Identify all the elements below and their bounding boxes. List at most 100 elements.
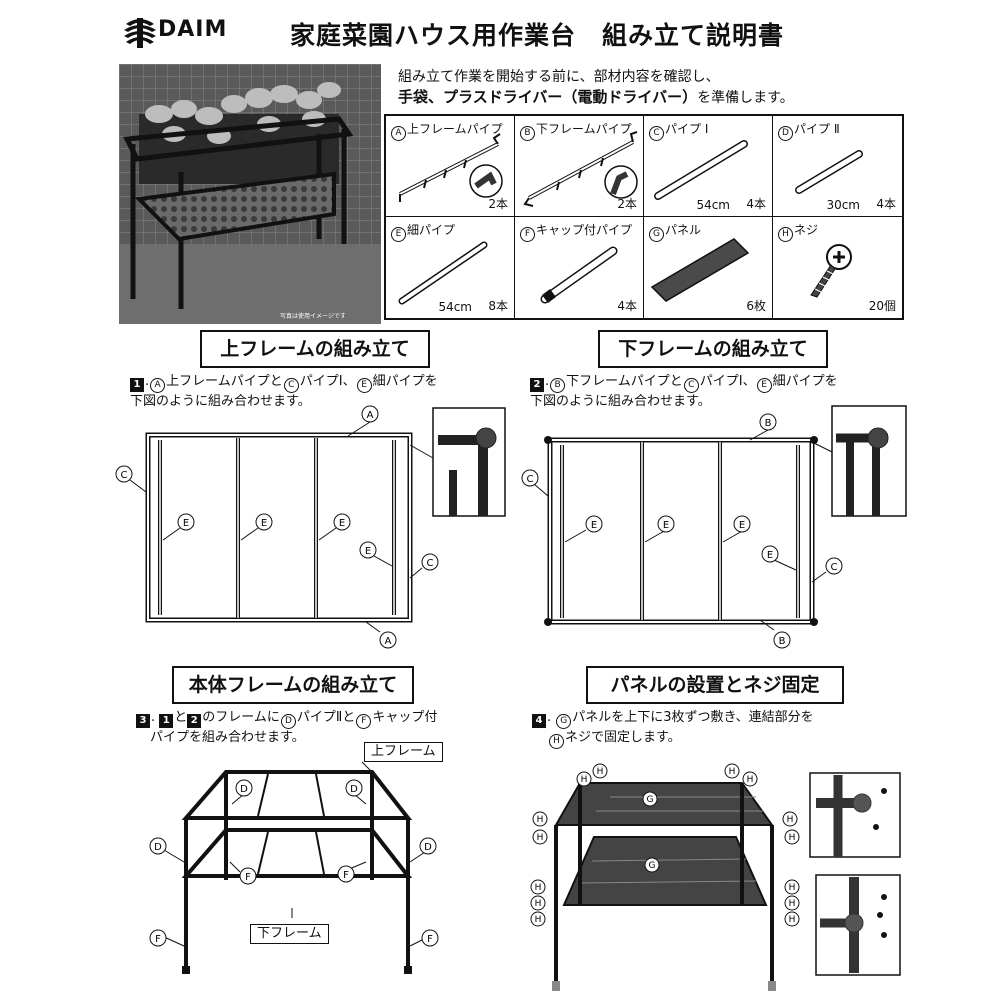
upper-frame-pipe-icon: [399, 133, 503, 202]
step-ref-1: 1: [159, 714, 174, 728]
brand-name: DAIM: [158, 17, 228, 42]
label-f: F: [245, 872, 251, 883]
label-e: E: [591, 520, 597, 531]
label-c: C: [527, 474, 534, 485]
label-h: H: [597, 767, 604, 777]
label-d: D: [240, 784, 248, 795]
part-name: パイプ Ⅱ: [794, 122, 840, 136]
label-h: H: [535, 915, 542, 925]
step-text: 上フレームパイプと: [166, 374, 283, 389]
label-h: H: [789, 833, 796, 843]
label-e: E: [739, 520, 745, 531]
pipe-icon: [795, 150, 863, 194]
part-size: 54cm: [438, 300, 472, 314]
intro-line-2-rest: を準備します。: [697, 90, 794, 106]
part-qty: 4本: [617, 299, 637, 313]
mark-b: B: [550, 378, 566, 393]
lower-frame-label: 下フレーム: [250, 924, 329, 944]
label-g: G: [649, 861, 656, 871]
step-text: のフレームに: [202, 710, 280, 725]
label-c: C: [831, 562, 838, 573]
label-h: H: [789, 883, 796, 893]
label-h: H: [581, 775, 588, 785]
part-qty: 20個: [868, 299, 896, 313]
section-title-panel-install: パネルの設置とネジ固定: [586, 666, 844, 704]
part-name: パイプ Ⅰ: [665, 122, 709, 136]
upper-screw-detail: [809, 772, 901, 858]
step-text: 細パイプを: [772, 374, 838, 389]
thin-pipe-icon: [398, 241, 488, 305]
intro-line-2: 手袋、プラスドライバー（電動ドライバー）を準備します。: [398, 86, 794, 107]
step-text: ネジで固定します。: [565, 730, 681, 745]
step-text: パイプⅠ、: [299, 374, 356, 389]
label-f: F: [343, 870, 349, 881]
label-h: H: [729, 767, 736, 777]
label-h: H: [787, 815, 794, 825]
label-e: E: [339, 518, 345, 529]
step-2-line-2: 下図のように組み合わせます。: [530, 394, 711, 409]
joint-detail: [432, 407, 506, 517]
part-size: 30cm: [826, 198, 860, 212]
label-c: C: [427, 558, 434, 569]
part-qty: 2本: [617, 197, 637, 211]
panel-icon: [650, 238, 750, 302]
step-text: パイプⅠ、: [699, 374, 756, 389]
step-text: パネルを上下に3枚ずつ敷き、連結部分を: [572, 710, 814, 725]
label-h: H: [537, 815, 544, 825]
step-text: と: [174, 710, 188, 725]
lower-frame-diagram: B B C C E E E E: [521, 405, 907, 649]
label-e: E: [261, 518, 267, 529]
part-size: 54cm: [696, 198, 730, 212]
section-title-lower-frame: 下フレームの組み立て: [598, 330, 828, 368]
label-g: G: [647, 795, 654, 805]
tools-text: 手袋、プラスドライバー（電動ドライバー）: [398, 88, 698, 106]
mark-c: C: [683, 378, 699, 393]
label-d: D: [154, 842, 162, 853]
mark-a: A: [150, 378, 166, 393]
section-title-upper-frame: 上フレームの組み立て: [200, 330, 430, 368]
capped-pipe-icon: [540, 246, 618, 304]
label-d: D: [350, 784, 358, 795]
intro-line-1: 組み立て作業を開始する前に、部材内容を確認し、: [398, 69, 720, 85]
mark-e: E: [756, 378, 772, 393]
part-qty: 8本: [488, 299, 508, 313]
step-separator: .: [145, 374, 150, 389]
upper-frame-diagram: A A C C E E E E: [115, 405, 506, 649]
joint-detail: [831, 405, 907, 517]
step-text: 下フレームパイプと: [566, 374, 683, 389]
label-e: E: [365, 546, 371, 557]
panel-install-diagram: G G H H H H H H H H H H H H H H: [530, 763, 901, 991]
part-qty: 6枚: [746, 299, 766, 313]
mark-d: D: [778, 126, 793, 141]
label-h: H: [537, 833, 544, 843]
usage-photo: [119, 64, 381, 324]
label-d: D: [424, 842, 432, 853]
label-a: A: [385, 636, 392, 647]
label-h: H: [789, 899, 796, 909]
step-number: 4: [532, 714, 546, 728]
part-qty: 4本: [746, 197, 766, 211]
label-f: F: [427, 934, 433, 945]
part-name: 下フレームパイプ: [536, 122, 632, 136]
step-text: パイプⅡと: [296, 710, 356, 725]
label-h: H: [747, 775, 754, 785]
pipe-icon: [654, 140, 748, 200]
part-qty: 2本: [488, 197, 508, 211]
part-name: ネジ: [794, 223, 819, 237]
step-number: 3: [136, 714, 150, 728]
section-title-body-frame: 本体フレームの組み立て: [172, 666, 414, 704]
mark-g: G: [556, 714, 572, 729]
